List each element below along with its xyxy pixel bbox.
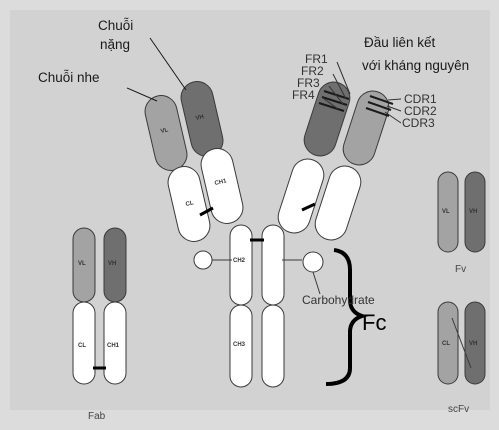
fv-caption: Fv [455,264,466,275]
fv-vh-label: VH [469,209,477,215]
scfv-caption: scFv [448,404,469,415]
fab-cl-label: CL [78,343,86,349]
antigen-binding-label-line2: với kháng nguyên [362,58,469,73]
ch3-label: CH3 [233,342,246,348]
heavy-chain-label-line1: Chuỗi [98,18,133,33]
fab-ch1-label: CH1 [107,343,120,349]
left-carbohydrate [194,251,212,269]
carbohydrate-label: Carbohydrate [302,293,375,307]
right-ch3-domain [262,305,284,387]
fab-vh-label: VH [108,261,116,267]
right-ch2-domain [262,225,284,305]
fc-label: Fc [362,310,386,335]
ch2-label: CH2 [233,258,246,264]
right-carbohydrate [303,252,323,272]
scfv-vl-label: CL [442,341,450,347]
antigen-binding-label-line1: Đầu liên kết [364,35,436,50]
fr4-label: FR4 [292,88,315,102]
left-ch2-domain [230,225,252,305]
light-chain-label: Chuỗi nhe [38,70,100,85]
fab-vl-label: VL [78,261,86,267]
cdr3-label: CDR3 [402,116,435,130]
scfv-vh-label: VH [469,341,477,347]
fv-vl-label: VL [442,209,450,215]
heavy-chain-label-line2: nặng [100,37,130,52]
fab-caption: Fab [88,411,106,422]
